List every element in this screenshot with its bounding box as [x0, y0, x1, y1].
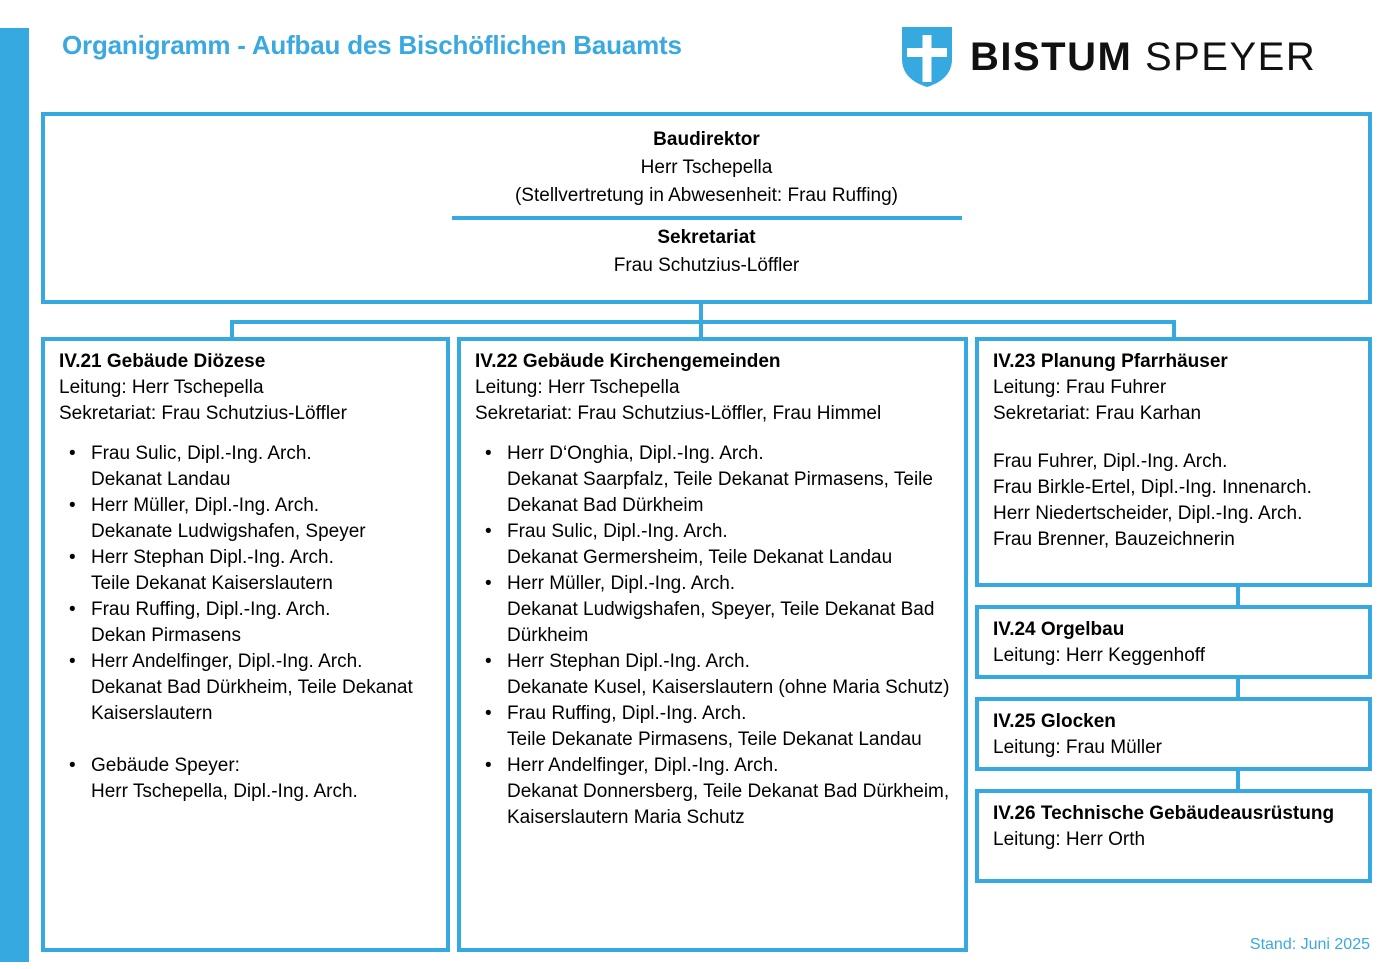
unit-leitung-iv25: Leitung: Frau Müller	[993, 737, 1162, 758]
person-name: Frau Sulic, Dipl.-Ing. Arch.	[91, 443, 312, 464]
connector-iv25-to-iv26	[1236, 770, 1240, 790]
unit-title-iv26: IV.26 Technische Gebäudeausrüstung	[993, 803, 1335, 824]
list-item: Herr Andelfinger, Dipl.-Ing. Arch. Dekan…	[59, 649, 434, 727]
root-role-person: Herr Tschepella	[640, 157, 773, 178]
connector-drop-col1	[230, 320, 234, 339]
person-name: Herr Andelfinger, Dipl.-Ing. Arch.	[507, 755, 779, 776]
root-role-deputy: (Stellvertretung in Abwesenheit: Frau Ru…	[514, 185, 898, 206]
unit-title-iv22: IV.22 Gebäude Kirchengemeinden	[475, 351, 781, 372]
staff-member: Frau Birkle-Ertel, Dipl.-Ing. Innenarch.	[993, 477, 1312, 498]
staff-list-iv23: Frau Fuhrer, Dipl.-Ing. Arch. Frau Birkl…	[993, 449, 1356, 553]
list-item: Gebäude Speyer: Herr Tschepella, Dipl.-I…	[59, 753, 434, 805]
list-item: Herr Müller, Dipl.-Ing. Arch. Dekanat Lu…	[475, 571, 952, 649]
list-item: Herr Andelfinger, Dipl.-Ing. Arch. Dekan…	[475, 753, 952, 831]
staff-member: Herr Niedertscheider, Dipl.-Ing. Arch.	[993, 503, 1303, 524]
shield-cross-icon	[902, 27, 952, 87]
unit-leitung-iv23: Leitung: Frau Fuhrer	[993, 377, 1167, 398]
person-name: Herr Stephan Dipl.-Ing. Arch.	[91, 547, 334, 568]
root-role-title: Baudirektor	[653, 129, 760, 150]
person-detail: Teile Dekanate Pirmasens, Teile Dekanat …	[507, 729, 922, 750]
person-name: Herr Müller, Dipl.-Ing. Arch.	[91, 495, 320, 516]
unit-box-iv21: IV.21 Gebäude Diözese Leitung: Herr Tsch…	[41, 337, 450, 952]
unit-title-iv24: IV.24 Orgelbau	[993, 619, 1125, 640]
unit-title-iv23: IV.23 Planung Pfarrhäuser	[993, 351, 1228, 372]
person-name: Herr Stephan Dipl.-Ing. Arch.	[507, 651, 750, 672]
staff-member: Frau Fuhrer, Dipl.-Ing. Arch.	[993, 451, 1228, 472]
person-detail: Dekanat Saarpfalz, Teile Dekanat Pirmase…	[507, 469, 933, 516]
connector-drop-col3	[1172, 320, 1176, 339]
person-detail: Herr Tschepella, Dipl.-Ing. Arch.	[91, 781, 358, 802]
person-detail: Dekanat Bad Dürkheim, Teile Dekanat Kais…	[91, 677, 413, 724]
unit-leitung-iv21: Leitung: Herr Tschepella	[59, 377, 264, 398]
unit-title-iv21: IV.21 Gebäude Diözese	[59, 351, 266, 372]
person-detail: Dekanate Ludwigshafen, Speyer	[91, 521, 366, 542]
unit-sekretariat-iv21: Sekretariat: Frau Schutzius-Löffler	[59, 403, 347, 424]
list-item: Frau Sulic, Dipl.-Ing. Arch. Dekanat Ger…	[475, 519, 952, 571]
person-detail: Dekanat Landau	[91, 469, 231, 490]
list-item: Frau Sulic, Dipl.-Ing. Arch. Dekanat Lan…	[59, 441, 434, 493]
page-title: Organigramm - Aufbau des Bischöflichen B…	[62, 30, 682, 60]
stand-label: Stand: Juni 2025	[1249, 936, 1370, 953]
left-accent-bar	[0, 28, 29, 962]
person-name: Frau Ruffing, Dipl.-Ing. Arch.	[91, 599, 331, 620]
logo-word-speyer: SPEYER	[1132, 35, 1317, 79]
person-detail: Dekanat Germersheim, Teile Dekanat Landa…	[507, 547, 893, 568]
person-detail: Dekanat Donnersberg, Teile Dekanat Bad D…	[507, 781, 950, 828]
person-name: Herr D‘Onghia, Dipl.-Ing. Arch.	[507, 443, 764, 464]
people-list-iv22: Herr D‘Onghia, Dipl.-Ing. Arch. Dekanat …	[475, 441, 952, 831]
person-detail: Dekanat Ludwigshafen, Speyer, Teile Deka…	[507, 599, 935, 646]
connector-iv23-to-iv24	[1236, 586, 1240, 606]
unit-sekretariat-iv22: Sekretariat: Frau Schutzius-Löffler, Fra…	[475, 403, 882, 424]
person-detail: Dekanate Kusel, Kaiserslautern (ohne Mar…	[507, 677, 950, 698]
list-item: Herr D‘Onghia, Dipl.-Ing. Arch. Dekanat …	[475, 441, 952, 519]
person-name: Herr Andelfinger, Dipl.-Ing. Arch.	[91, 651, 363, 672]
unit-leitung-iv24: Leitung: Herr Keggenhoff	[993, 645, 1205, 666]
list-item: Herr Stephan Dipl.-Ing. Arch. Dekanate K…	[475, 649, 952, 701]
root-box-baudirektor: Baudirektor Herr Tschepella (Stellvertre…	[41, 112, 1372, 304]
unit-title-iv25: IV.25 Glocken	[993, 711, 1116, 732]
unit-leitung-iv26: Leitung: Herr Orth	[993, 829, 1146, 850]
connector-root-stem	[699, 304, 703, 324]
list-item: Frau Ruffing, Dipl.-Ing. Arch. Dekan Pir…	[59, 597, 434, 649]
bistum-speyer-logo: BISTUM SPEYER	[902, 27, 1316, 87]
person-detail: Dekan Pirmasens	[91, 625, 241, 646]
connector-drop-col2	[699, 320, 703, 339]
unit-box-iv23: IV.23 Planung Pfarrhäuser Leitung: Frau …	[975, 337, 1372, 587]
unit-box-iv25: IV.25 Glocken Leitung: Frau Müller	[975, 697, 1372, 771]
connector-horizontal-bus	[230, 320, 1176, 324]
person-name: Herr Müller, Dipl.-Ing. Arch.	[507, 573, 736, 594]
root-sekretariat-person: Frau Schutzius-Löffler	[613, 255, 800, 276]
root-divider	[451, 216, 962, 220]
staff-member: Frau Brenner, Bauzeichnerin	[993, 529, 1235, 550]
unit-leitung-iv22: Leitung: Herr Tschepella	[475, 377, 680, 398]
unit-box-iv24: IV.24 Orgelbau Leitung: Herr Keggenhoff	[975, 605, 1372, 679]
logo-wordmark: BISTUM SPEYER	[970, 37, 1316, 77]
unit-box-iv22: IV.22 Gebäude Kirchengemeinden Leitung: …	[457, 337, 968, 952]
person-detail: Teile Dekanat Kaiserslautern	[91, 573, 333, 594]
list-item: Herr Stephan Dipl.-Ing. Arch. Teile Deka…	[59, 545, 434, 597]
person-name: Frau Ruffing, Dipl.-Ing. Arch.	[507, 703, 747, 724]
unit-box-iv26: IV.26 Technische Gebäudeausrüstung Leitu…	[975, 789, 1372, 883]
unit-sekretariat-iv23: Sekretariat: Frau Karhan	[993, 403, 1202, 424]
person-name: Gebäude Speyer:	[91, 755, 240, 776]
connector-iv24-to-iv25	[1236, 678, 1240, 698]
list-item: Herr Müller, Dipl.-Ing. Arch. Dekanate L…	[59, 493, 434, 545]
root-sekretariat-title: Sekretariat	[657, 227, 756, 248]
person-name: Frau Sulic, Dipl.-Ing. Arch.	[507, 521, 728, 542]
list-item: Frau Ruffing, Dipl.-Ing. Arch. Teile Dek…	[475, 701, 952, 753]
logo-word-bistum: BISTUM	[970, 35, 1133, 79]
people-list-iv21: Frau Sulic, Dipl.-Ing. Arch. Dekanat Lan…	[59, 441, 434, 805]
